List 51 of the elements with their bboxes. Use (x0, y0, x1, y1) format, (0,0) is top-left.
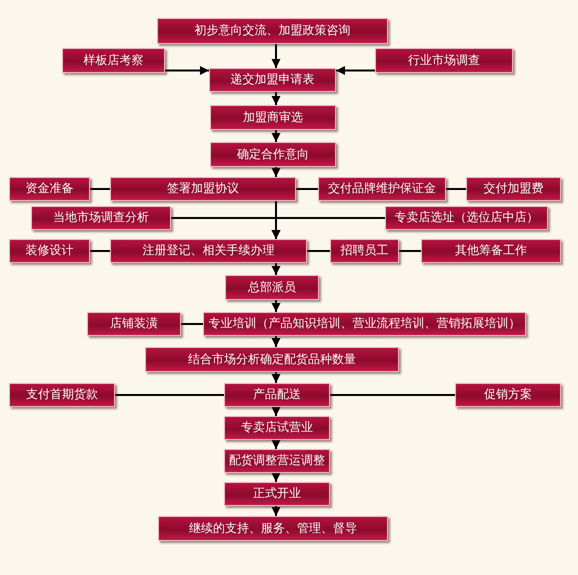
process-box: 当地市场调查分析 (31, 206, 171, 230)
connector-line (115, 394, 224, 396)
connector-line (272, 217, 385, 239)
process-box: 专卖店试营业 (224, 416, 330, 440)
connector-line (272, 336, 280, 347)
process-box: 资金准备 (9, 177, 90, 201)
process-box: 行业市场调查 (375, 48, 513, 73)
connector-line (272, 92, 280, 105)
connector-line (181, 323, 203, 325)
process-box: 正式开业 (224, 482, 330, 506)
connector-line (296, 188, 318, 190)
process-box: 店铺装潢 (87, 312, 181, 336)
process-box: 支付首期货款 (9, 383, 115, 407)
process-box: 签署加盟协议 (110, 177, 296, 201)
process-box: 加盟商审选 (210, 105, 336, 130)
connector-line (165, 66, 209, 75)
connector-line (272, 506, 280, 516)
connector-line (272, 300, 280, 312)
connector-line (272, 130, 280, 142)
process-box: 初步意向交流、加盟政策咨询 (157, 18, 388, 44)
connector-line (90, 250, 110, 252)
process-box: 继续的支持、服务、管理、督导 (158, 516, 388, 541)
connector-line (330, 394, 455, 396)
connector-line (272, 440, 280, 449)
process-box: 交付加盟费 (466, 177, 561, 201)
process-box: 其他筹备工作 (421, 239, 561, 263)
connector-line (90, 188, 110, 190)
process-box: 确定合作意向 (210, 142, 336, 167)
connector-line (446, 188, 466, 190)
process-box: 递交加盟申请表 (209, 68, 336, 92)
process-box: 促销方案 (455, 383, 561, 407)
connector-line (272, 372, 280, 383)
process-box: 配货调整营运调整 (224, 449, 330, 473)
process-box: 总部派员 (225, 275, 319, 300)
connector-line (272, 473, 280, 482)
connector-line (272, 407, 280, 416)
connector-line (272, 263, 280, 275)
process-box: 产品配送 (224, 383, 330, 407)
process-box: 专业培训（产品知识培训、营业流程培训、营销拓展培训） (203, 312, 526, 336)
connector-line (272, 167, 280, 177)
process-box: 装修设计 (9, 239, 90, 263)
connector-line (399, 250, 421, 252)
connector-line (336, 66, 375, 75)
process-box: 结合市场分析确定配货品种数量 (145, 347, 399, 372)
process-box: 注册登记、相关手续办理 (110, 239, 307, 263)
process-box: 招聘员工 (330, 239, 399, 263)
connector-line (307, 250, 330, 252)
process-box: 样板店考察 (62, 48, 165, 73)
process-box: 交付品牌维护保证金 (318, 177, 446, 201)
process-box: 专卖店选址（选位店中店） (385, 206, 548, 230)
connector-line (272, 44, 280, 68)
